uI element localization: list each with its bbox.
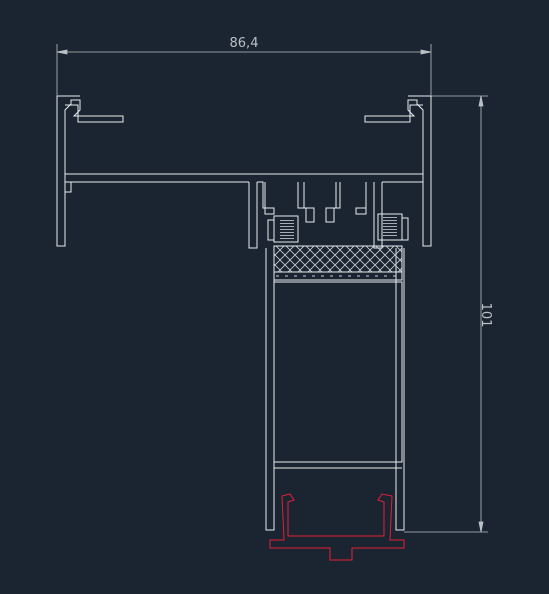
gasket-right: [377, 213, 409, 241]
right-hook: [364, 96, 432, 247]
mullion-frame: [265, 245, 405, 531]
dimension-width: [56, 44, 432, 96]
mullion-center-right: [325, 182, 341, 223]
mullion-right-side: [395, 248, 405, 531]
dimension-height: [404, 95, 488, 533]
left-leg: [64, 182, 72, 193]
arrow-down-icon: [478, 521, 484, 533]
mullion-center-left: [297, 182, 315, 223]
arrow-left-icon: [56, 49, 68, 55]
insulation-strip-hatched: [273, 245, 403, 273]
insulation-strip-thin: [273, 271, 403, 281]
red-seal-clip: [269, 493, 405, 561]
arrow-right-icon: [420, 49, 432, 55]
mullion-inner-right: [355, 182, 367, 215]
left-hook: [56, 96, 124, 247]
mullion-left-side: [265, 248, 275, 531]
dimension-label-width: 86,4: [230, 36, 259, 51]
dimension-label-height: 101: [478, 303, 493, 328]
mullion-chamber: [273, 281, 403, 463]
arrow-up-icon: [478, 95, 484, 107]
mullion-inner-left: [257, 181, 275, 215]
beam-profile: [56, 95, 432, 249]
mullion-left-wall: [248, 182, 258, 249]
gasket-left: [267, 215, 299, 243]
